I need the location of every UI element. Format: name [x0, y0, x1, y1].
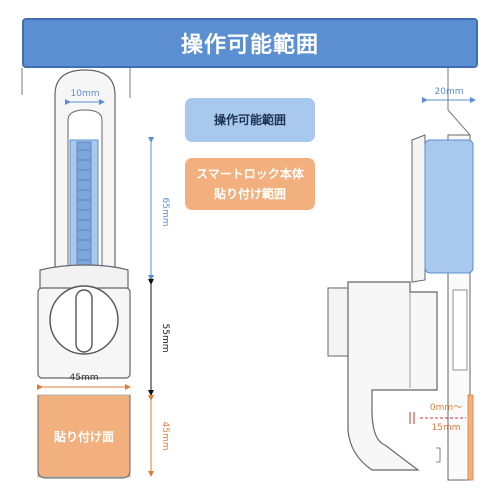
stick-surface-area [37, 394, 131, 478]
dim-knob-width-label: 10mm [71, 89, 100, 99]
dim-body-width-label: 45mm [70, 373, 99, 383]
dim-right-gap-label-1: 0mm～ [430, 403, 462, 413]
dim-middle-label: 55mm [160, 324, 170, 353]
title-text: 操作可能範囲 [180, 33, 319, 58]
legend-stick-label-line2: 貼り付け範囲 [213, 187, 286, 201]
legend-operable-range: 操作可能範囲 [185, 98, 315, 142]
dim-stick-height: 45mm [148, 395, 170, 477]
dim-right-gap-label-2: 15mm [432, 423, 461, 433]
legend-stick-range: スマートロック本体 貼り付け範囲 [185, 158, 315, 210]
dim-body-width: 45mm [37, 373, 131, 390]
dim-knob-height: 65mm [148, 137, 170, 281]
stick-surface-label: 貼り付け面 [54, 429, 114, 444]
right-lock-side-view [327, 68, 474, 481]
dim-right-width: 20mm [422, 87, 476, 103]
dim-knob-height-label: 65mm [160, 198, 170, 227]
legend-stick-label-line1: スマートロック本体 [196, 167, 304, 181]
dim-right-gap: 0mm～ 15mm [409, 403, 466, 433]
dim-stick-height-label: 45mm [160, 422, 170, 451]
dim-middle: 55mm [148, 279, 170, 396]
title-banner: 操作可能範囲 [22, 18, 478, 68]
left-lock-front-view [21, 68, 131, 479]
side-operable-area [424, 139, 474, 274]
dim-knob-width: 10mm [65, 89, 105, 105]
dim-right-width-label: 20mm [435, 87, 464, 97]
legend-operable-label: 操作可能範囲 [213, 113, 286, 127]
